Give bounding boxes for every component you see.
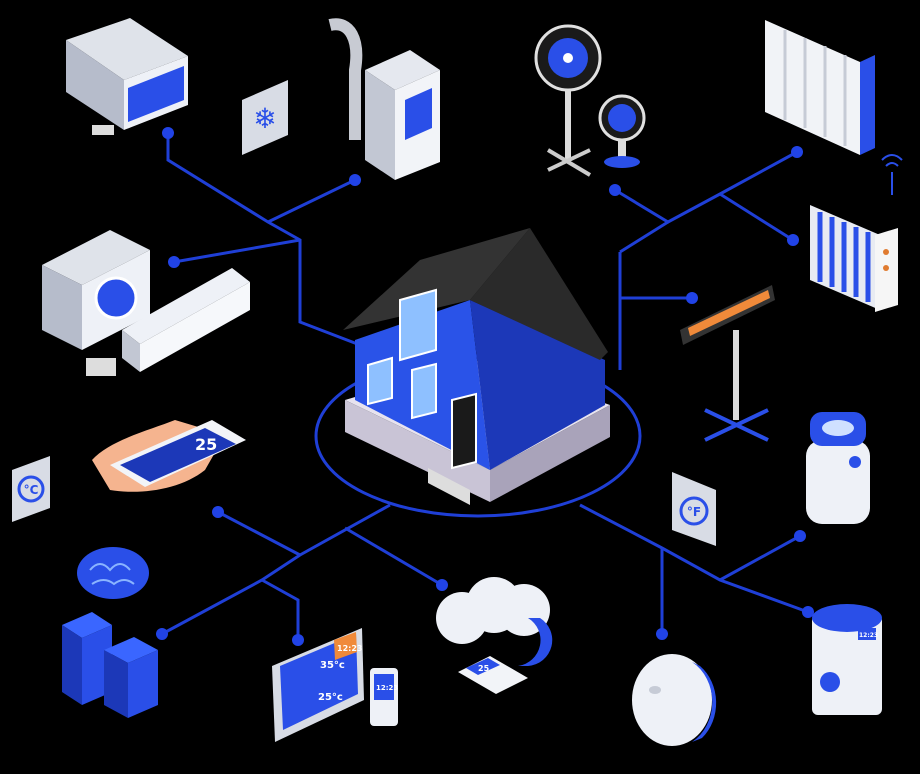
tablet-temp-bottom: 25°c [318,692,343,703]
split-ac-icon [42,230,250,376]
infrared-heater-icon [680,285,775,442]
air-purifier-icon: 12:23 [812,604,882,715]
fahrenheit-label: °F [687,505,701,519]
desk-fan-icon [598,94,646,168]
thermostat-tablet-icon: 35°c 25°c 12:23 12:23 [272,628,398,742]
tablet-time: 12:23 [337,644,362,653]
portable-ac-icon [328,18,440,180]
brain-icon [77,547,149,599]
cloud-icon [436,577,553,666]
network-lines [161,133,809,640]
robot-vacuum-icon [632,654,717,746]
phone-in-hand-icon: 25 [92,420,246,492]
thermostat-time: 12:23 [376,684,398,692]
svg-text:❄: ❄ [253,102,276,135]
remote-control-icon: 25 [458,656,528,694]
network-nodes [156,127,814,646]
snowflake-panel-icon: ❄ [242,80,288,155]
celsius-panel-icon: °C [12,456,50,522]
humidifier-icon [806,412,870,524]
remote-temperature: 25 [478,664,490,673]
wifi-signal-icon [881,154,903,195]
window-ac-icon [66,18,188,135]
tablet-temp-top: 35°c [320,660,345,671]
celsius-label: °C [24,483,39,497]
radiator-icon [765,20,875,155]
purifier-time: 12:23 [859,632,878,639]
server-rack-icon [62,612,158,718]
standing-fan-icon [534,24,602,177]
smart-house-icon [343,228,610,505]
phone-temperature: 25 [195,435,217,454]
fahrenheit-panel-icon: °F [672,472,716,546]
oil-heater-icon [810,205,898,312]
